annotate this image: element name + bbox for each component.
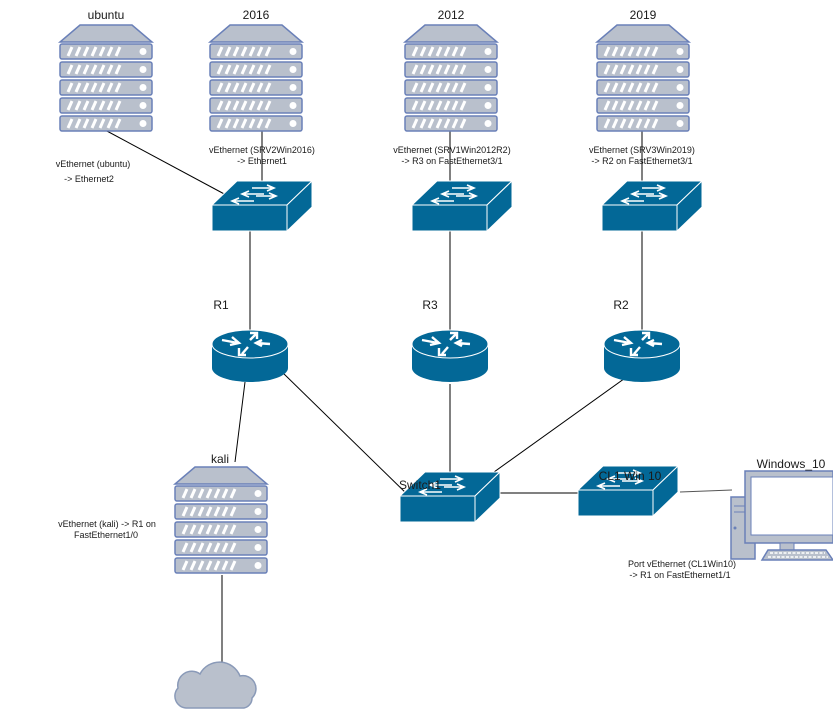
- server-2019[interactable]: [597, 25, 689, 131]
- server-label: 2019: [630, 8, 657, 22]
- interface-note: vEthernet (kali) -> R1 on: [58, 519, 156, 529]
- interface-note: FastEthernet1/0: [74, 530, 138, 540]
- link-ubuntu-switch: [104, 129, 229, 197]
- server-ubuntu[interactable]: [60, 25, 152, 131]
- interface-note: -> Ethernet1: [237, 156, 287, 166]
- switch1-label: Switch1: [399, 478, 441, 492]
- link-r1-switch1: [281, 371, 411, 498]
- router-r1[interactable]: [210, 328, 290, 384]
- server-2016[interactable]: [210, 25, 302, 131]
- switch-2019[interactable]: [601, 180, 703, 232]
- client-label: Windows_10: [757, 457, 826, 471]
- switch-2012[interactable]: [411, 180, 513, 232]
- link-cl1-pc: [679, 489, 733, 493]
- router-r2[interactable]: [602, 328, 682, 384]
- router-label: R2: [613, 298, 629, 312]
- router-label: R3: [422, 298, 438, 312]
- interface-note: vEthernet (SRV2Win2016): [209, 145, 315, 155]
- connections: [104, 129, 733, 666]
- interface-note: vEthernet (SRV3Win2019): [589, 145, 695, 155]
- interface-note: -> R3 on FastEthernet3/1: [401, 156, 502, 166]
- server-kali[interactable]: [175, 467, 267, 573]
- interface-note: Port vEthernet (CL1Win10): [628, 559, 736, 569]
- interface-note: -> Ethernet2: [64, 174, 114, 184]
- interface-note: vEthernet (ubuntu): [56, 159, 131, 169]
- server-label: ubuntu: [88, 8, 125, 22]
- interface-note: -> R1 on FastEthernet1/1: [629, 570, 730, 580]
- router-r3[interactable]: [410, 328, 490, 384]
- interface-note: vEthernet (SRV1Win2012R2): [393, 145, 510, 155]
- link-r1-kali: [234, 381, 246, 463]
- cl1-switch-label: CL1 Win 10: [599, 469, 662, 483]
- router-label: R1: [213, 298, 229, 312]
- switch-2016[interactable]: [211, 180, 313, 232]
- server-label: kali: [211, 452, 229, 466]
- windows-pc-icon[interactable]: [730, 470, 833, 561]
- server-label: 2016: [243, 8, 270, 22]
- internet-cloud-icon[interactable]: [174, 661, 257, 709]
- interface-note: -> R2 on FastEthernet3/1: [591, 156, 692, 166]
- server-label: 2012: [438, 8, 465, 22]
- server-2012[interactable]: [405, 25, 497, 131]
